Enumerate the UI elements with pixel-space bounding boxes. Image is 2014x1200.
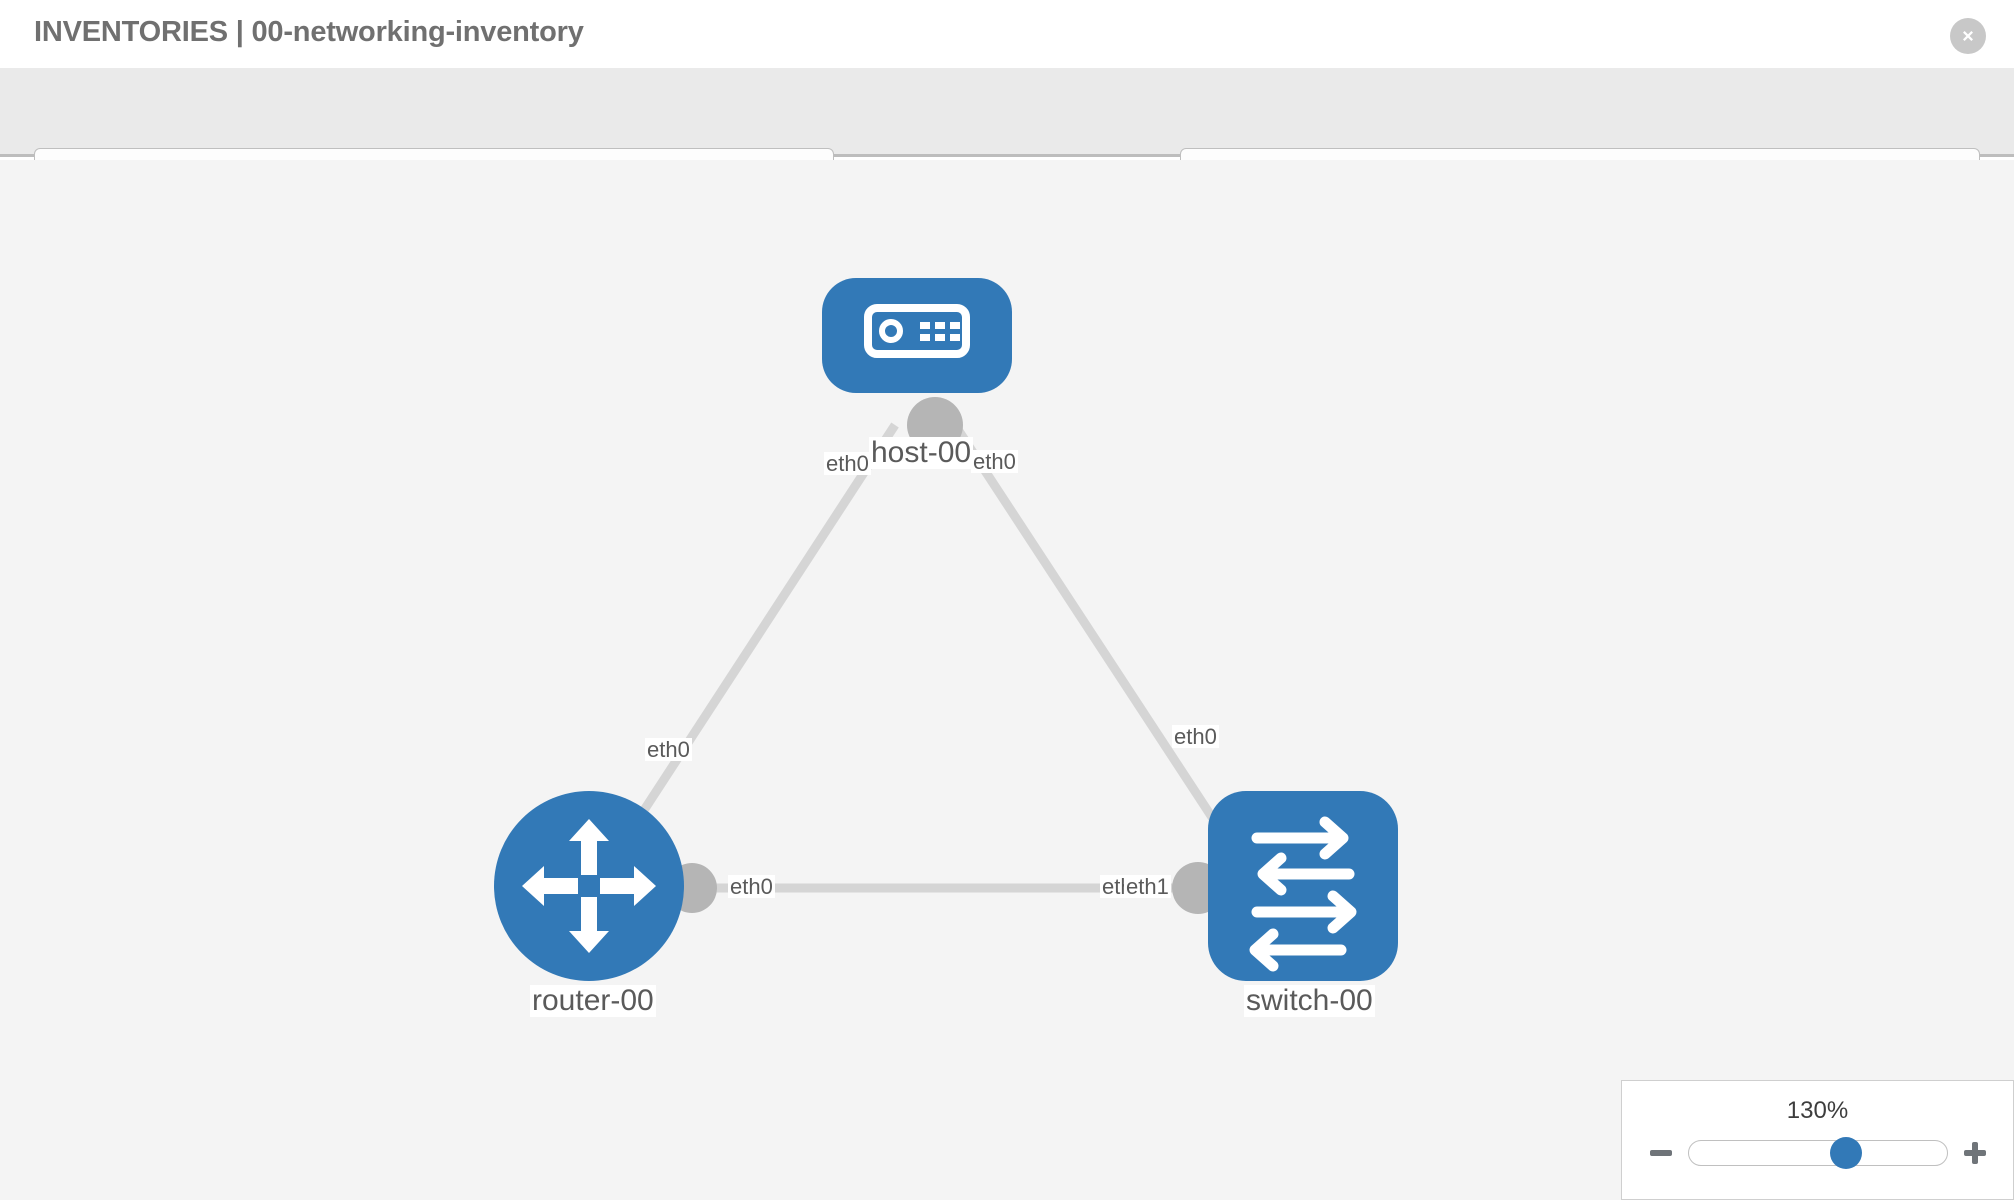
iface-label-switch-uplink: eth0 bbox=[1172, 724, 1219, 749]
switch-arrows-icon bbox=[1249, 816, 1357, 972]
iface-label-router-eth0: eth0 bbox=[728, 874, 775, 899]
iface-label-switch-eth1: eth1 bbox=[1124, 874, 1171, 899]
minus-icon[interactable] bbox=[1648, 1140, 1674, 1166]
node-label-host-00: host-00 bbox=[869, 436, 974, 469]
zoom-slider-thumb[interactable] bbox=[1829, 1137, 1862, 1169]
iface-label-host-left: eth0 bbox=[824, 451, 871, 476]
topology-canvas[interactable]: eth0 host-00 eth0 eth0 eth0 eth0 eth0 et… bbox=[0, 160, 2014, 1200]
server-icon bbox=[864, 304, 970, 358]
node-label-switch-00: switch-00 bbox=[1244, 984, 1375, 1017]
close-icon[interactable] bbox=[1950, 18, 1986, 54]
router-arrows-icon bbox=[522, 819, 656, 953]
zoom-slider[interactable] bbox=[1687, 1137, 1948, 1169]
zoom-level-value: 130% bbox=[1786, 1097, 1849, 1124]
topology-connectors bbox=[667, 397, 1266, 914]
topology-edges bbox=[588, 422, 1244, 893]
toolbar: ACTIONS SEARCH bbox=[0, 68, 2014, 200]
node-router-00-shape[interactable] bbox=[494, 791, 684, 981]
page-header: INVENTORIES | 00-networking-inventory bbox=[0, 0, 2014, 68]
topology-graph bbox=[494, 278, 1398, 981]
page-title: INVENTORIES | 00-networking-inventory bbox=[34, 16, 584, 48]
node-router-00[interactable] bbox=[494, 791, 684, 981]
edge-host-switch[interactable] bbox=[951, 422, 1244, 863]
node-host-00[interactable] bbox=[822, 278, 1012, 393]
zoom-slider-row bbox=[1622, 1133, 2013, 1173]
iface-label-router-uplink: eth0 bbox=[645, 737, 692, 762]
node-switch-00[interactable] bbox=[1208, 791, 1398, 981]
node-host-00-shape[interactable] bbox=[822, 278, 1012, 393]
zoom-control-panel: 130% bbox=[1621, 1080, 2014, 1200]
node-label-router-00: router-00 bbox=[530, 984, 656, 1017]
iface-label-host-right: eth0 bbox=[971, 449, 1018, 474]
plus-icon[interactable] bbox=[1962, 1140, 1988, 1166]
